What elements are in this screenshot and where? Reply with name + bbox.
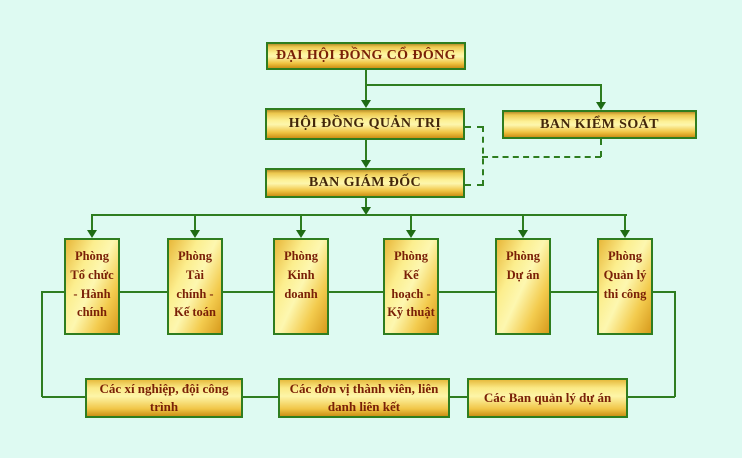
dept-stub-0 [91, 214, 93, 230]
dept-stub-2 [300, 214, 302, 230]
node-unit-factories-teams: Các xí nghiệp, đội công trình [85, 378, 243, 418]
node-unit-member-units: Các đơn vị thành viên, liên danh liên kế… [278, 378, 450, 418]
dept-stub-3 [410, 214, 412, 230]
connector-directors-drop [365, 198, 367, 208]
connector-board-directors [365, 140, 367, 161]
node-dept-construction-management: Phòng Quản lý thi công [597, 238, 653, 335]
arrowhead-dept-3 [406, 230, 416, 238]
right-rail [674, 291, 676, 397]
dashed-supervisory-drop [600, 139, 602, 157]
department-bus-line [91, 214, 627, 216]
node-dept-projects: Phòng Dự án [495, 238, 551, 335]
connector-to-supervisory [600, 84, 602, 103]
arrowhead-dept-5 [620, 230, 630, 238]
arrowhead-bus [361, 207, 371, 215]
dept-stub-4 [522, 214, 524, 230]
node-board-of-management: HỘI ĐỒNG QUẢN TRỊ [265, 108, 465, 140]
arrowhead-dept-1 [190, 230, 200, 238]
connector-top-split [365, 84, 602, 86]
arrowhead-dept-4 [518, 230, 528, 238]
dept-stub-1 [194, 214, 196, 230]
node-shareholders-meeting: ĐẠI HỘI ĐỒNG CỔ ĐÔNG [266, 42, 466, 70]
dashed-directors-stub [465, 184, 483, 186]
arrowhead-dept-2 [296, 230, 306, 238]
node-supervisory-board: BAN KIỂM SOÁT [502, 110, 697, 139]
dept-mid-bus [42, 291, 676, 293]
connector-shareholders-drop [365, 70, 367, 85]
node-unit-project-management-boards: Các Ban quản lý dự án [467, 378, 628, 418]
node-dept-business: Phòng Kinh doanh [273, 238, 329, 335]
node-dept-org-admin: Phòng Tổ chức - Hành chính [64, 238, 120, 335]
node-dept-finance-accounting: Phòng Tài chính - Kế toán [167, 238, 223, 335]
arrowhead-directors [361, 160, 371, 168]
node-board-of-directors: BAN GIÁM ĐỐC [265, 168, 465, 198]
dashed-horizontal [482, 156, 601, 158]
connector-to-board [365, 84, 367, 101]
arrowhead-dept-0 [87, 230, 97, 238]
node-dept-planning-technical: Phòng Kế hoạch - Kỹ thuật [383, 238, 439, 335]
arrowhead-board [361, 100, 371, 108]
dashed-board-stub [465, 126, 483, 128]
left-rail [41, 291, 43, 397]
arrowhead-supervisory [596, 102, 606, 110]
dept-stub-5 [624, 214, 626, 230]
